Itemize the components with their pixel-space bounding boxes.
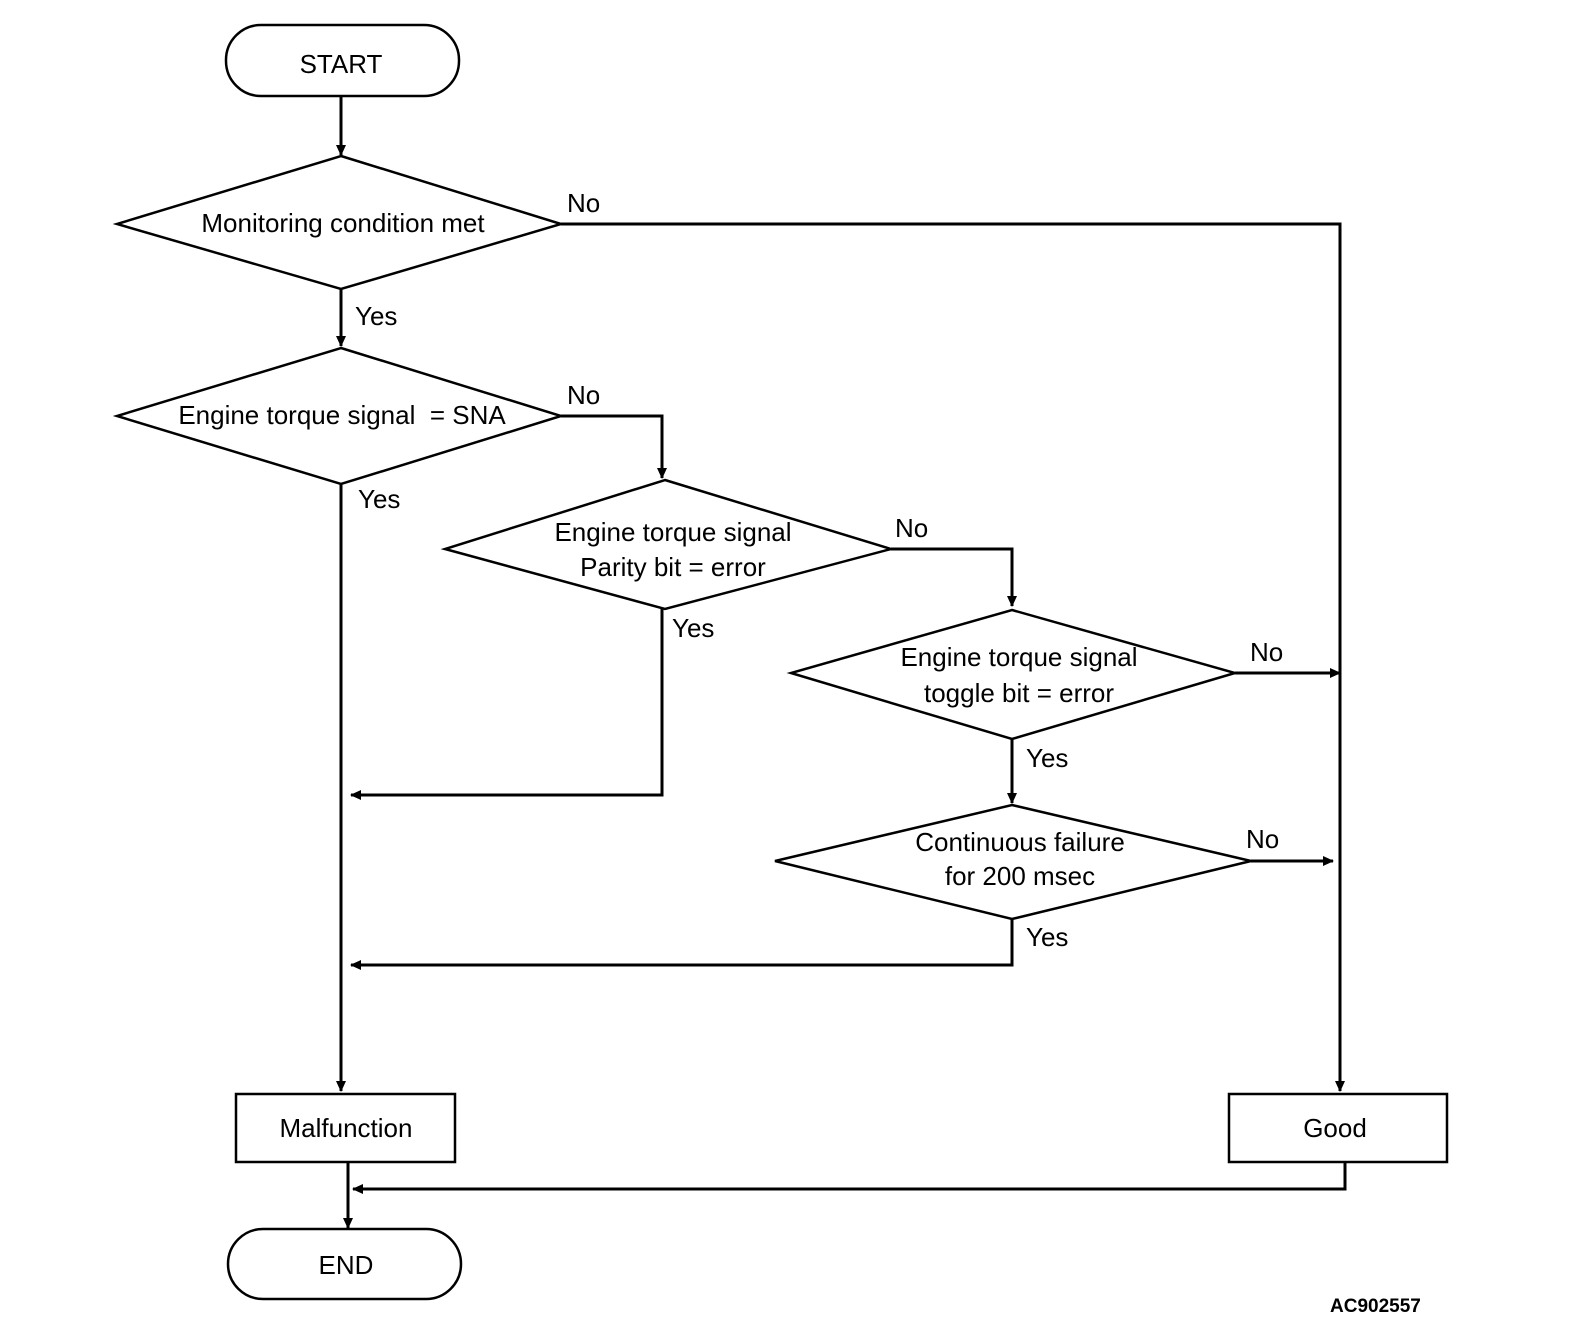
monitoring-label: Monitoring condition met	[201, 208, 485, 238]
figure-code: AC902557	[1330, 1296, 1421, 1317]
monitoring-yes-label: Yes	[355, 301, 397, 331]
sna-yes-label: Yes	[358, 484, 400, 514]
good-label: Good	[1303, 1113, 1367, 1143]
parity-label-line2: Parity bit = error	[580, 552, 766, 582]
connector-monitoring-no	[561, 222, 1345, 1092]
toggle-yes-label: Yes	[1026, 743, 1068, 773]
good-box	[1227, 1092, 1449, 1164]
parity-decision	[440, 478, 896, 611]
parity-yes-label: Yes	[672, 613, 714, 643]
monitoring-decision	[112, 154, 566, 291]
malfunction-label: Malfunction	[280, 1113, 413, 1143]
start-terminal	[224, 23, 461, 98]
end-label: END	[319, 1250, 374, 1280]
parity-no-label: No	[895, 513, 928, 543]
malfunction-box	[234, 1092, 457, 1164]
sna-label: Engine torque signal = SNA	[178, 400, 506, 430]
continuous-no-label: No	[1246, 824, 1279, 854]
toggle-label-line2: toggle bit = error	[924, 678, 1114, 708]
start-label: START	[300, 49, 383, 79]
monitoring-no-label: No	[567, 188, 600, 218]
continuous-yes-label: Yes	[1026, 922, 1068, 952]
connector-parity-yes	[350, 608, 664, 800]
toggle-label-line1: Engine torque signal	[900, 642, 1137, 672]
toggle-no-label: No	[1250, 637, 1283, 667]
parity-label-line1: Engine torque signal	[554, 517, 791, 547]
connector-good-to-end	[352, 1163, 1347, 1194]
continuous-decision	[774, 803, 1252, 921]
end-terminal	[226, 1227, 463, 1301]
sna-decision	[112, 346, 566, 486]
continuous-label-line2: for 200 msec	[945, 861, 1095, 891]
connector-continuous-yes	[350, 918, 1014, 970]
continuous-label-line1: Continuous failure	[915, 827, 1125, 857]
toggle-decision	[786, 608, 1240, 741]
sna-no-label: No	[567, 380, 600, 410]
connector-sna-no	[561, 414, 667, 479]
connector-parity-no	[891, 547, 1017, 607]
